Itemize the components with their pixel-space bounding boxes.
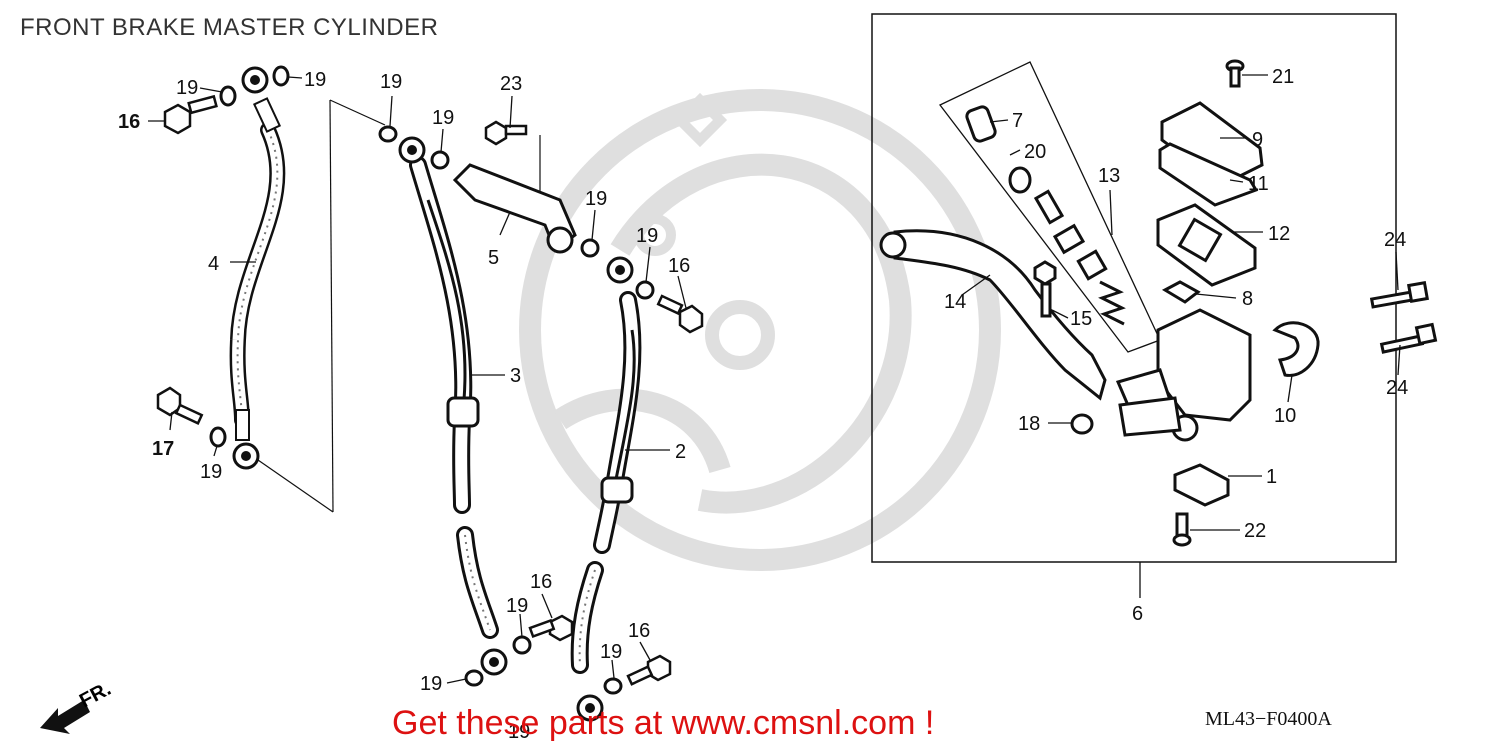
callout-10: 10 xyxy=(1274,405,1296,427)
callout-20: 20 xyxy=(1024,141,1046,163)
callout-8: 8 xyxy=(1242,288,1253,310)
brake-hose-3-lower xyxy=(456,526,508,676)
callout-23: 23 xyxy=(500,73,522,95)
leader-lines xyxy=(148,74,1401,684)
callout-19g: 19 xyxy=(200,461,222,483)
diagram-code: ML43−F0400A xyxy=(1205,708,1332,730)
callout-9: 9 xyxy=(1252,129,1263,151)
brake-hose-2-lower xyxy=(570,561,604,722)
callout-3: 3 xyxy=(510,365,521,387)
front-direction-arrow: FR. xyxy=(40,678,115,734)
callout-19j: 19 xyxy=(600,641,622,663)
callout-19f: 19 xyxy=(636,225,658,247)
callout-21: 21 xyxy=(1272,66,1294,88)
callout-19k: 19 xyxy=(508,721,530,743)
master-cylinder-parts xyxy=(879,59,1438,547)
three-way-joint-5 xyxy=(452,163,577,254)
brake-hose-3 xyxy=(398,136,480,514)
callout-2: 2 xyxy=(675,441,686,463)
callout-19b: 19 xyxy=(304,69,326,91)
callout-labels: 19 19 16 4 19 19 23 5 19 19 16 3 2 17 19… xyxy=(118,66,1408,743)
callout-14: 14 xyxy=(944,291,966,313)
connector-lines xyxy=(257,99,541,513)
callout-5: 5 xyxy=(488,247,499,269)
callout-16a: 16 xyxy=(118,111,140,133)
page-title: FRONT BRAKE MASTER CYLINDER xyxy=(20,14,439,41)
callout-16d: 16 xyxy=(628,620,650,642)
callout-19a: 19 xyxy=(176,77,198,99)
callout-19c: 19 xyxy=(380,71,402,93)
banjo-bolts xyxy=(156,94,704,686)
callout-11: 11 xyxy=(1248,173,1269,195)
callout-4: 4 xyxy=(208,253,219,275)
callout-12: 12 xyxy=(1268,223,1290,245)
callout-19e: 19 xyxy=(585,188,607,210)
callout-19i: 19 xyxy=(420,673,442,695)
callout-18: 18 xyxy=(1018,413,1040,435)
brake-hose-2 xyxy=(593,256,642,554)
callout-16b: 16 xyxy=(668,255,690,277)
callout-13: 13 xyxy=(1098,165,1120,187)
assembly-box xyxy=(871,13,1397,563)
brake-hose-4 xyxy=(229,66,286,470)
callout-15: 15 xyxy=(1070,308,1092,330)
sealing-washers xyxy=(209,65,655,695)
callout-6: 6 xyxy=(1132,603,1143,625)
callout-17: 17 xyxy=(152,438,174,460)
callout-24b: 24 xyxy=(1386,377,1408,399)
callout-19h: 19 xyxy=(506,595,528,617)
callout-16c: 16 xyxy=(530,571,552,593)
callout-24a: 24 xyxy=(1384,229,1406,251)
callout-1: 1 xyxy=(1266,466,1277,488)
promo-link-text[interactable]: Get these parts at www.cmsnl.com ! xyxy=(392,704,935,742)
callout-19d: 19 xyxy=(432,107,454,129)
callout-22: 22 xyxy=(1244,520,1266,542)
watermark-logo xyxy=(519,89,1001,571)
callout-7: 7 xyxy=(1012,110,1023,132)
